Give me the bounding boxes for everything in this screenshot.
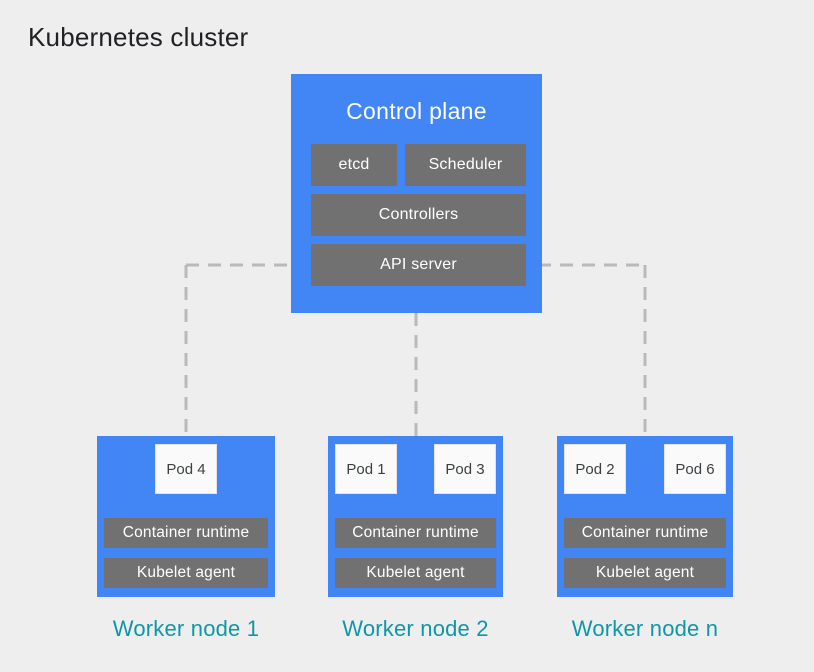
controllers-box: Controllers [311,194,526,236]
pod: Pod 4 [155,444,217,494]
worker-node-1-label: Worker node 1 [112,616,260,641]
pod: Pod 2 [564,444,626,494]
worker-node-n-pods: Pod 2 Pod 6 [564,444,726,494]
kubelet-agent-box: Kubelet agent [564,558,726,588]
worker-node-n-label: Worker node n [571,616,719,641]
worker-node-2-label: Worker node 2 [342,616,489,641]
control-plane-components: etcd Scheduler Controllers API server [311,144,526,286]
container-runtime-box: Container runtime [564,518,726,548]
pod: Pod 3 [434,444,496,494]
worker-node-n-box: Pod 2 Pod 6 Container runtime Kubelet ag… [557,436,733,597]
container-runtime-box: Container runtime [104,518,268,548]
worker-node-2-box: Pod 1 Pod 3 Container runtime Kubelet ag… [328,436,503,597]
control-plane-row-1: etcd Scheduler [311,144,526,186]
kubelet-agent-box: Kubelet agent [104,558,268,588]
etcd-box: etcd [311,144,397,186]
worker-node-1-pods: Pod 4 [104,444,268,494]
pod: Pod 6 [664,444,726,494]
control-plane-box: Control plane etcd Scheduler Controllers… [291,74,542,313]
scheduler-box: Scheduler [405,144,526,186]
pod: Pod 1 [335,444,397,494]
kubelet-agent-box: Kubelet agent [335,558,496,588]
control-plane-title: Control plane [346,98,487,124]
api-server-box: API server [311,244,526,286]
worker-node-1-box: Pod 4 Container runtime Kubelet agent [97,436,275,597]
diagram-title: Kubernetes cluster [28,22,249,52]
worker-node-2-pods: Pod 1 Pod 3 [335,444,496,494]
container-runtime-box: Container runtime [335,518,496,548]
